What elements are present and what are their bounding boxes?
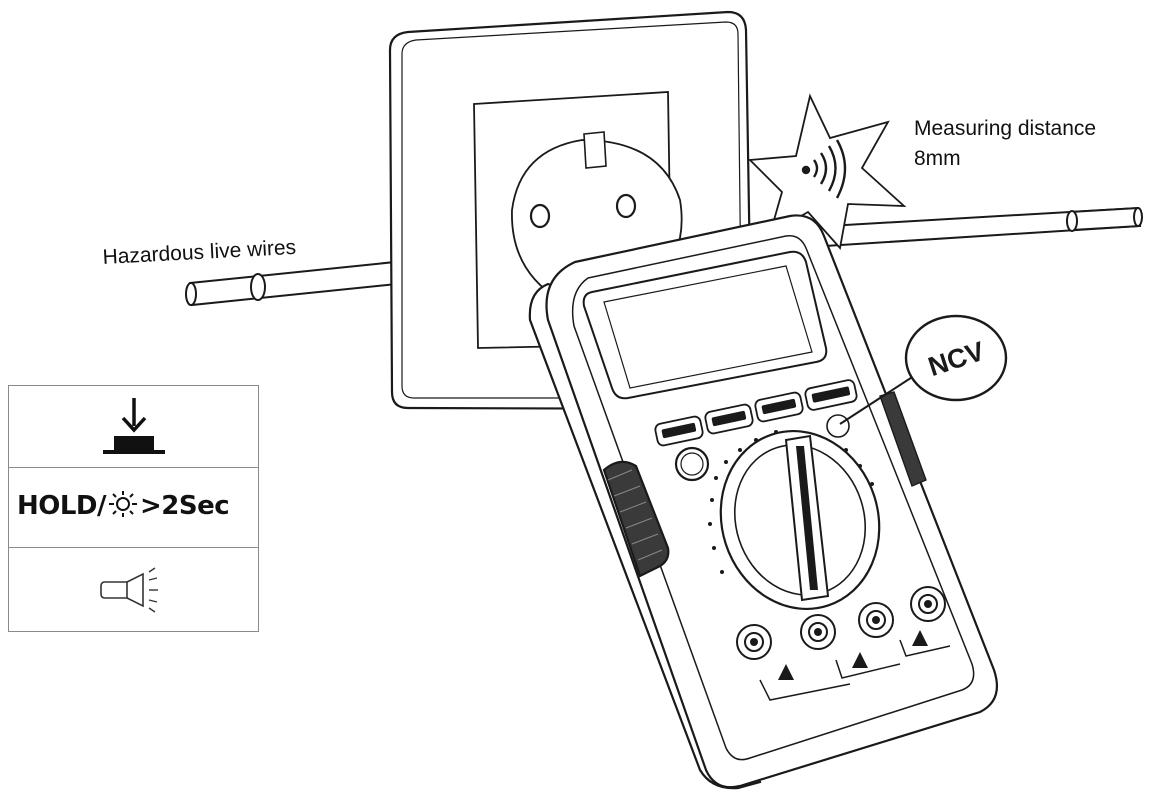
signal-starburst — [747, 93, 907, 250]
operation-legend-table: HOLD/ >2Sec — [8, 385, 259, 632]
live-wire-left — [185, 260, 399, 307]
wireless-signal-icon — [801, 139, 847, 199]
legend-row-flashlight — [9, 548, 258, 632]
hold-prefix: HOLD/ — [17, 491, 107, 521]
ncv-callout: NCV — [839, 314, 1008, 425]
measuring-distance-line1: Measuring distance — [914, 117, 1097, 140]
flashlight-icon — [100, 567, 158, 613]
hold-backlight-text: HOLD/ >2Sec — [17, 490, 230, 521]
legend-row-press — [9, 386, 258, 468]
legend-row-hold: HOLD/ >2Sec — [9, 468, 258, 548]
sun-backlight-icon — [109, 491, 138, 517]
measuring-distance-label: Measuring distance 8mm — [914, 114, 1096, 174]
hold-suffix: >2Sec — [140, 491, 230, 521]
press-button-icon — [103, 398, 165, 454]
measuring-distance-line2: 8mm — [914, 147, 961, 170]
multimeter — [528, 214, 998, 790]
